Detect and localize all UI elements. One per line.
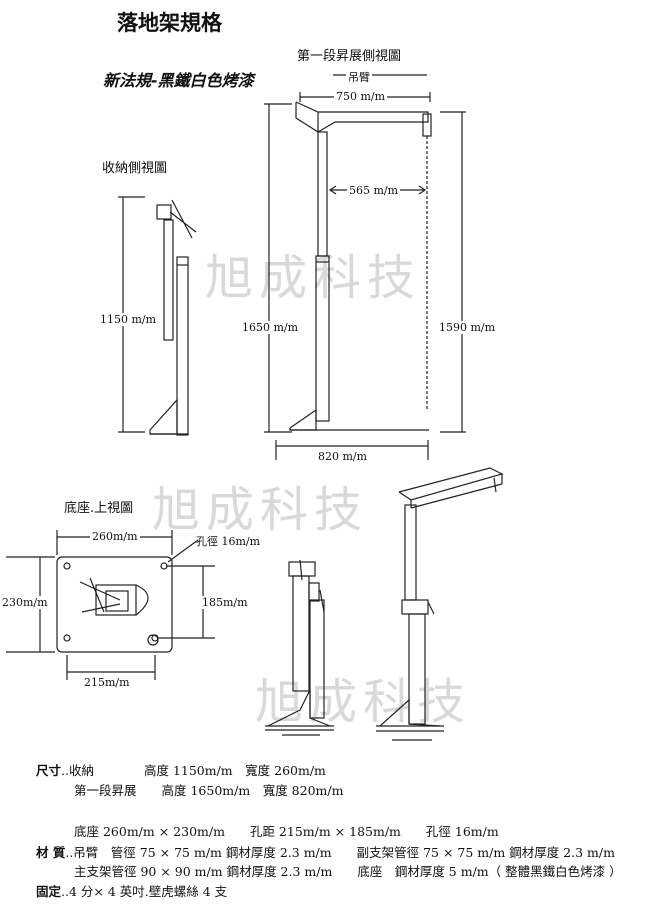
extended-stand-drawing	[264, 74, 466, 460]
base-height-label: 230m/m	[0, 596, 50, 609]
stowed-perspective-drawing	[265, 559, 334, 736]
watermark: 旭成科技	[255, 674, 472, 730]
base-width-label: 260m/m	[90, 530, 140, 543]
extended-depth-label: 820 m/m	[318, 450, 368, 463]
spec-fixing-label: 固定	[36, 884, 62, 899]
spec-size-text-1: ..收納 高度 1150m/m 寬度 260m/m	[61, 763, 326, 778]
hole-vertical-label: 185m/m	[200, 596, 250, 609]
watermark: 旭成科技	[205, 250, 422, 306]
arm-length-label: 750 m/m	[334, 90, 388, 103]
arm-inner-label: 565 m/m	[347, 184, 401, 197]
page-subtitle: 新法規-黑鐵白色烤漆	[103, 71, 254, 90]
page-title: 落地架規格	[117, 11, 222, 35]
hole-diameter-label: 孔徑 16m/m	[196, 535, 261, 548]
spec-fixing-text: ..4 分× 4 英吋.壁虎螺絲 4 支	[61, 884, 228, 899]
hook-height-label: 1590 m/m	[437, 321, 498, 334]
spec-size-row-1: 尺寸..收納 高度 1150m/m 寬度 260m/m	[36, 760, 326, 779]
stowed-height-label: 1150 m/m	[98, 313, 159, 326]
spec-size-row-2: 第一段昇展 高度 1650m/m 寬度 820m/m	[74, 783, 344, 798]
spec-material-row-1: 材 質..吊臂 管徑 75 × 75 m/m 鋼材厚度 2.3 m/m 副支架管…	[36, 842, 615, 861]
extended-height-label: 1650 m/m	[240, 321, 301, 334]
stowed-side-caption: 收納側視圖	[102, 161, 168, 176]
arm-label: 吊臂	[346, 69, 372, 85]
hole-horizontal-label: 215m/m	[84, 676, 130, 689]
extended-perspective-drawing	[376, 467, 504, 741]
spec-material-label: 材 質	[36, 845, 66, 860]
spec-fixing-row: 固定..4 分× 4 英吋.壁虎螺絲 4 支	[36, 881, 227, 900]
spec-size-row-3: 底座 260m/m × 230m/m 孔距 215m/m × 185m/m 孔徑…	[74, 824, 499, 839]
watermark: 旭成科技	[152, 482, 369, 538]
spec-size-label: 尺寸	[36, 763, 62, 778]
extended-side-caption: 第一段昇展側視圖	[297, 49, 402, 64]
base-top-caption: 底座.上視圖	[64, 501, 134, 516]
spec-material-row-2: 主支架管徑 90 × 90 m/m 鋼材厚度 2.3 m/m 底座 鋼材厚度 5…	[74, 864, 622, 879]
spec-material-text-1: ..吊臂 管徑 75 × 75 m/m 鋼材厚度 2.3 m/m 副支架管徑 7…	[65, 845, 615, 860]
